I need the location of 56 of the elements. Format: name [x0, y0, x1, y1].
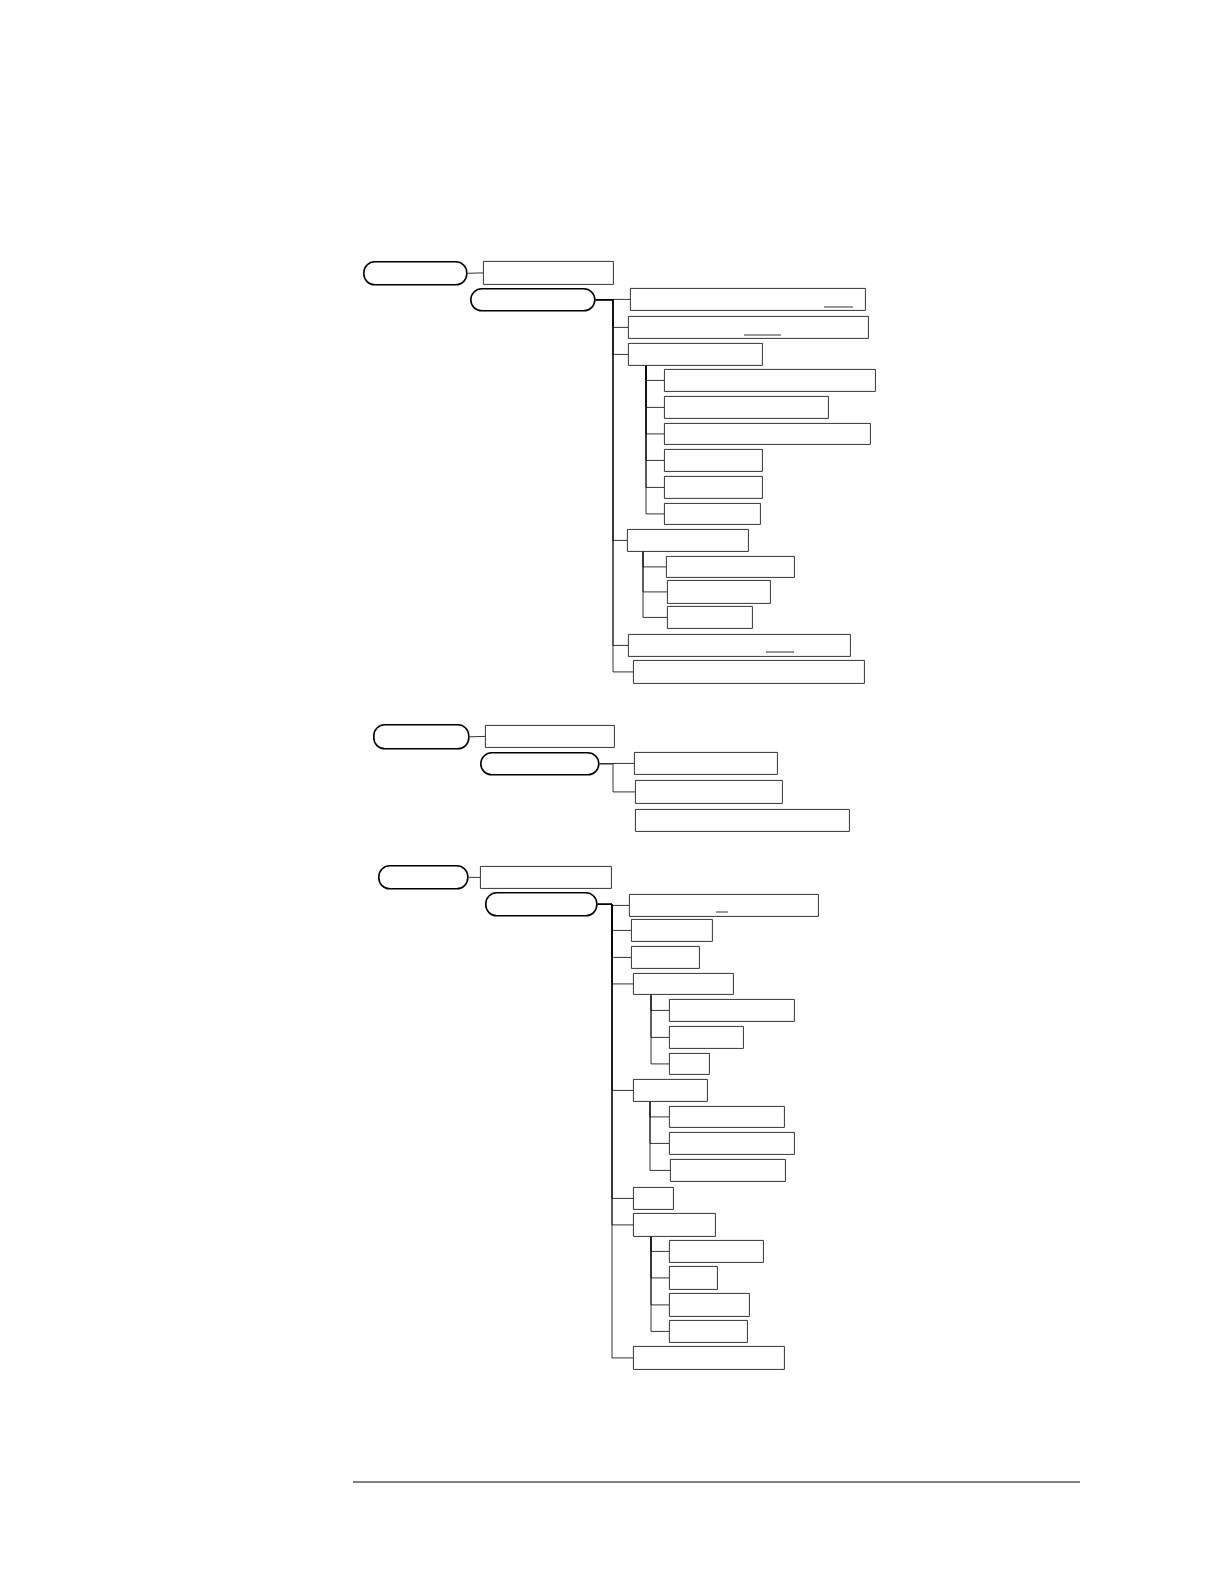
box — [669, 1293, 750, 1317]
box — [633, 1213, 716, 1237]
box — [635, 809, 850, 832]
box — [664, 503, 761, 525]
connector-line — [650, 1236, 670, 1332]
connector-line — [645, 365, 665, 515]
box — [629, 894, 819, 917]
box — [666, 556, 795, 578]
connector-line — [468, 876, 481, 878]
box — [483, 261, 614, 285]
connector-line — [642, 551, 668, 618]
rounded-box — [363, 261, 468, 286]
box — [480, 866, 612, 889]
box — [630, 288, 866, 311]
rounded-box — [470, 288, 596, 312]
box — [628, 634, 851, 657]
box — [631, 946, 700, 969]
rounded-box — [378, 865, 469, 890]
connector-line — [467, 272, 484, 274]
box — [669, 999, 795, 1022]
box — [633, 973, 734, 995]
box — [628, 343, 763, 366]
connector-line — [469, 736, 486, 738]
connector-line — [650, 994, 670, 1065]
connector-line — [649, 1101, 671, 1171]
box — [631, 919, 713, 942]
box — [633, 1187, 674, 1210]
box — [664, 369, 876, 392]
box — [628, 316, 869, 339]
box — [664, 423, 871, 445]
box — [669, 1266, 718, 1290]
box — [633, 1079, 708, 1102]
box — [664, 449, 763, 472]
box — [669, 1026, 744, 1049]
box — [669, 1053, 710, 1075]
connector-line — [597, 903, 634, 1359]
box — [670, 1159, 786, 1182]
connector-line — [599, 763, 636, 793]
box — [664, 476, 763, 499]
rounded-box — [485, 892, 598, 917]
box — [667, 580, 771, 604]
box — [669, 1240, 764, 1263]
box — [634, 752, 778, 775]
box — [669, 1106, 785, 1128]
rounded-box — [480, 752, 600, 776]
connector-line — [595, 299, 634, 673]
box — [485, 725, 615, 748]
rounded-box — [373, 724, 470, 750]
box — [633, 1346, 785, 1370]
box — [669, 1132, 795, 1155]
box — [669, 1320, 748, 1343]
box — [627, 529, 749, 552]
box — [633, 660, 865, 684]
box — [664, 396, 829, 419]
box — [667, 606, 753, 629]
box — [635, 780, 783, 804]
